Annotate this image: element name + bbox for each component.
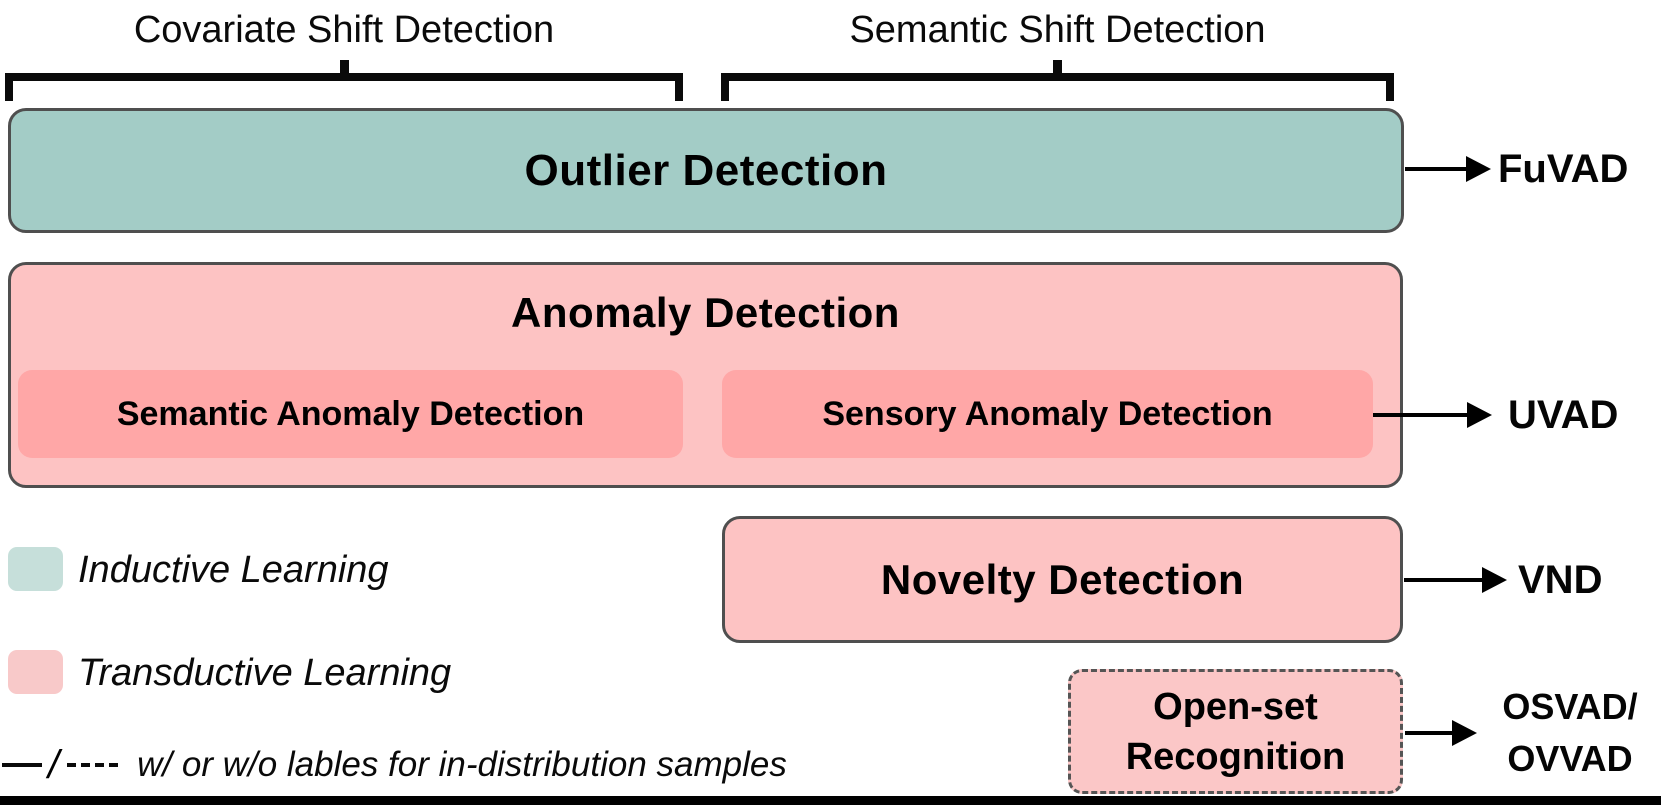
sensory-anomaly-detection-box: Sensory Anomaly Detection <box>722 370 1373 458</box>
line-style-note: w/ or w/o lables for in-distribution sam… <box>137 745 787 784</box>
transductive-learning-swatch <box>8 650 63 694</box>
novelty-detection-box: Novelty Detection <box>722 516 1403 643</box>
dashed-line-icon <box>67 763 123 767</box>
uvad-arrow <box>1373 402 1492 428</box>
bottom-divider <box>0 796 1661 805</box>
anomaly-detection-title: Anomaly Detection <box>511 289 900 336</box>
fuvad-arrow <box>1405 156 1491 182</box>
open-set-recognition-title-line1: Open-set <box>1153 685 1318 728</box>
uvad-label: UVAD <box>1508 393 1619 437</box>
inductive-learning-label: Inductive Learning <box>78 549 389 591</box>
semantic-anomaly-detection-box: Semantic Anomaly Detection <box>18 370 683 458</box>
solid-line-icon <box>2 763 42 767</box>
novelty-detection-title: Novelty Detection <box>880 555 1245 603</box>
bracket-tick-left <box>5 73 13 101</box>
semantic-anomaly-detection-title: Semantic Anomaly Detection <box>116 394 585 433</box>
open-set-recognition-title-line2: Recognition <box>1125 735 1346 778</box>
vnd-arrow <box>1404 567 1507 593</box>
arrowhead-icon <box>1467 402 1492 428</box>
osvad-label-line1: OSVAD/ <box>1502 686 1638 727</box>
transductive-learning-label: Transductive Learning <box>78 652 452 694</box>
open-set-recognition-box: Open-set Recognition <box>1068 669 1403 794</box>
bracket-tick-right <box>675 73 683 101</box>
outlier-detection-box: Outlier Detection <box>8 108 1404 233</box>
inductive-learning-swatch <box>8 547 63 591</box>
line-style-legend: / w/ or w/o lables for in-distribution s… <box>2 742 787 788</box>
bracket-tick-center <box>340 60 349 74</box>
bracket-tick-center <box>1053 60 1062 74</box>
arrowhead-icon <box>1482 567 1507 593</box>
bracket-tick-left <box>721 73 729 101</box>
arrowhead-icon <box>1466 156 1491 182</box>
outlier-detection-title: Outlier Detection <box>524 145 888 195</box>
arrowhead-icon <box>1452 720 1477 746</box>
bracket-tick-right <box>1386 73 1394 101</box>
vnd-label: VND <box>1518 558 1603 602</box>
bracket-bar <box>5 73 683 81</box>
osvad-ovvad-label: OSVAD/ OVVAD <box>1480 681 1660 785</box>
covariate-shift-label: Covariate Shift Detection <box>133 9 555 51</box>
slash-separator: / <box>48 742 60 787</box>
osvad-label-line2: OVVAD <box>1507 738 1633 779</box>
fuvad-label: FuVAD <box>1498 147 1629 191</box>
sensory-anomaly-detection-title: Sensory Anomaly Detection <box>822 394 1273 433</box>
bracket-bar <box>721 73 1394 81</box>
osvad-arrow <box>1405 720 1477 746</box>
semantic-shift-label: Semantic Shift Detection <box>849 9 1266 51</box>
